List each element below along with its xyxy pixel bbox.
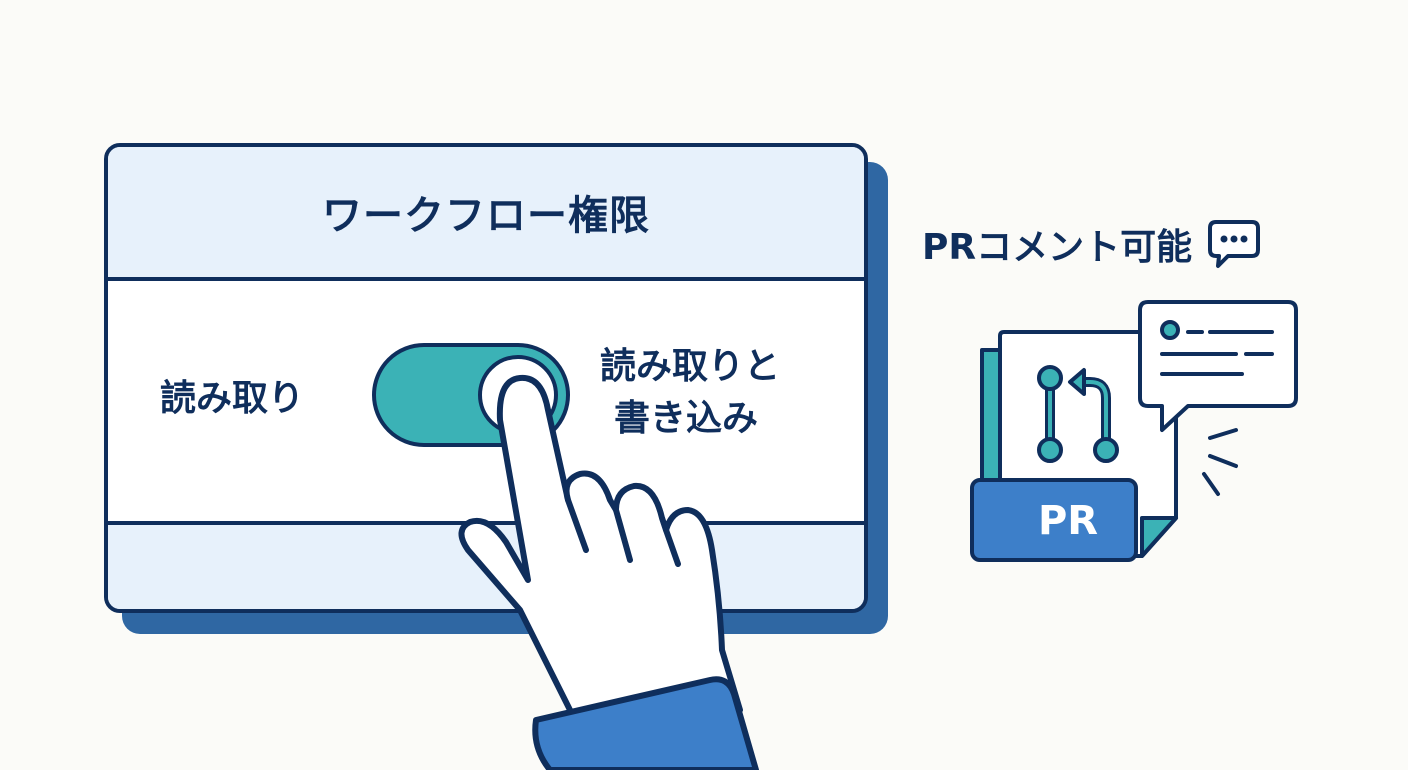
chat-bubble-icon: [1208, 220, 1261, 268]
card-header: ワークフロー権限: [108, 147, 864, 281]
workflow-permissions-card: ワークフロー権限 読み取り 読み取りと 書き込み: [104, 143, 868, 613]
pr-comment-label: PRコメント可能: [922, 227, 1193, 268]
card-title: ワークフロー権限: [322, 193, 650, 239]
pr-badge: [970, 478, 1138, 562]
sparkle-icon: [1202, 428, 1238, 496]
pull-request-illustration: [970, 300, 1298, 562]
comment-bubble-icon: [1138, 300, 1298, 432]
pointing-hand-icon: [458, 374, 759, 770]
pr-badge-label: PR: [1037, 498, 1099, 544]
pr-comment-title: PRコメント可能: [922, 218, 1262, 270]
read-write-line2: 書き込み: [614, 398, 759, 439]
read-write-option-label: 読み取りと 書き込み: [600, 341, 780, 445]
git-pull-request-icon: [1037, 365, 1119, 463]
read-option-label: 読み取り: [160, 378, 305, 419]
card-body: 読み取り 読み取りと 書き込み: [108, 281, 864, 521]
read-write-line1: 読み取りと: [600, 346, 781, 387]
